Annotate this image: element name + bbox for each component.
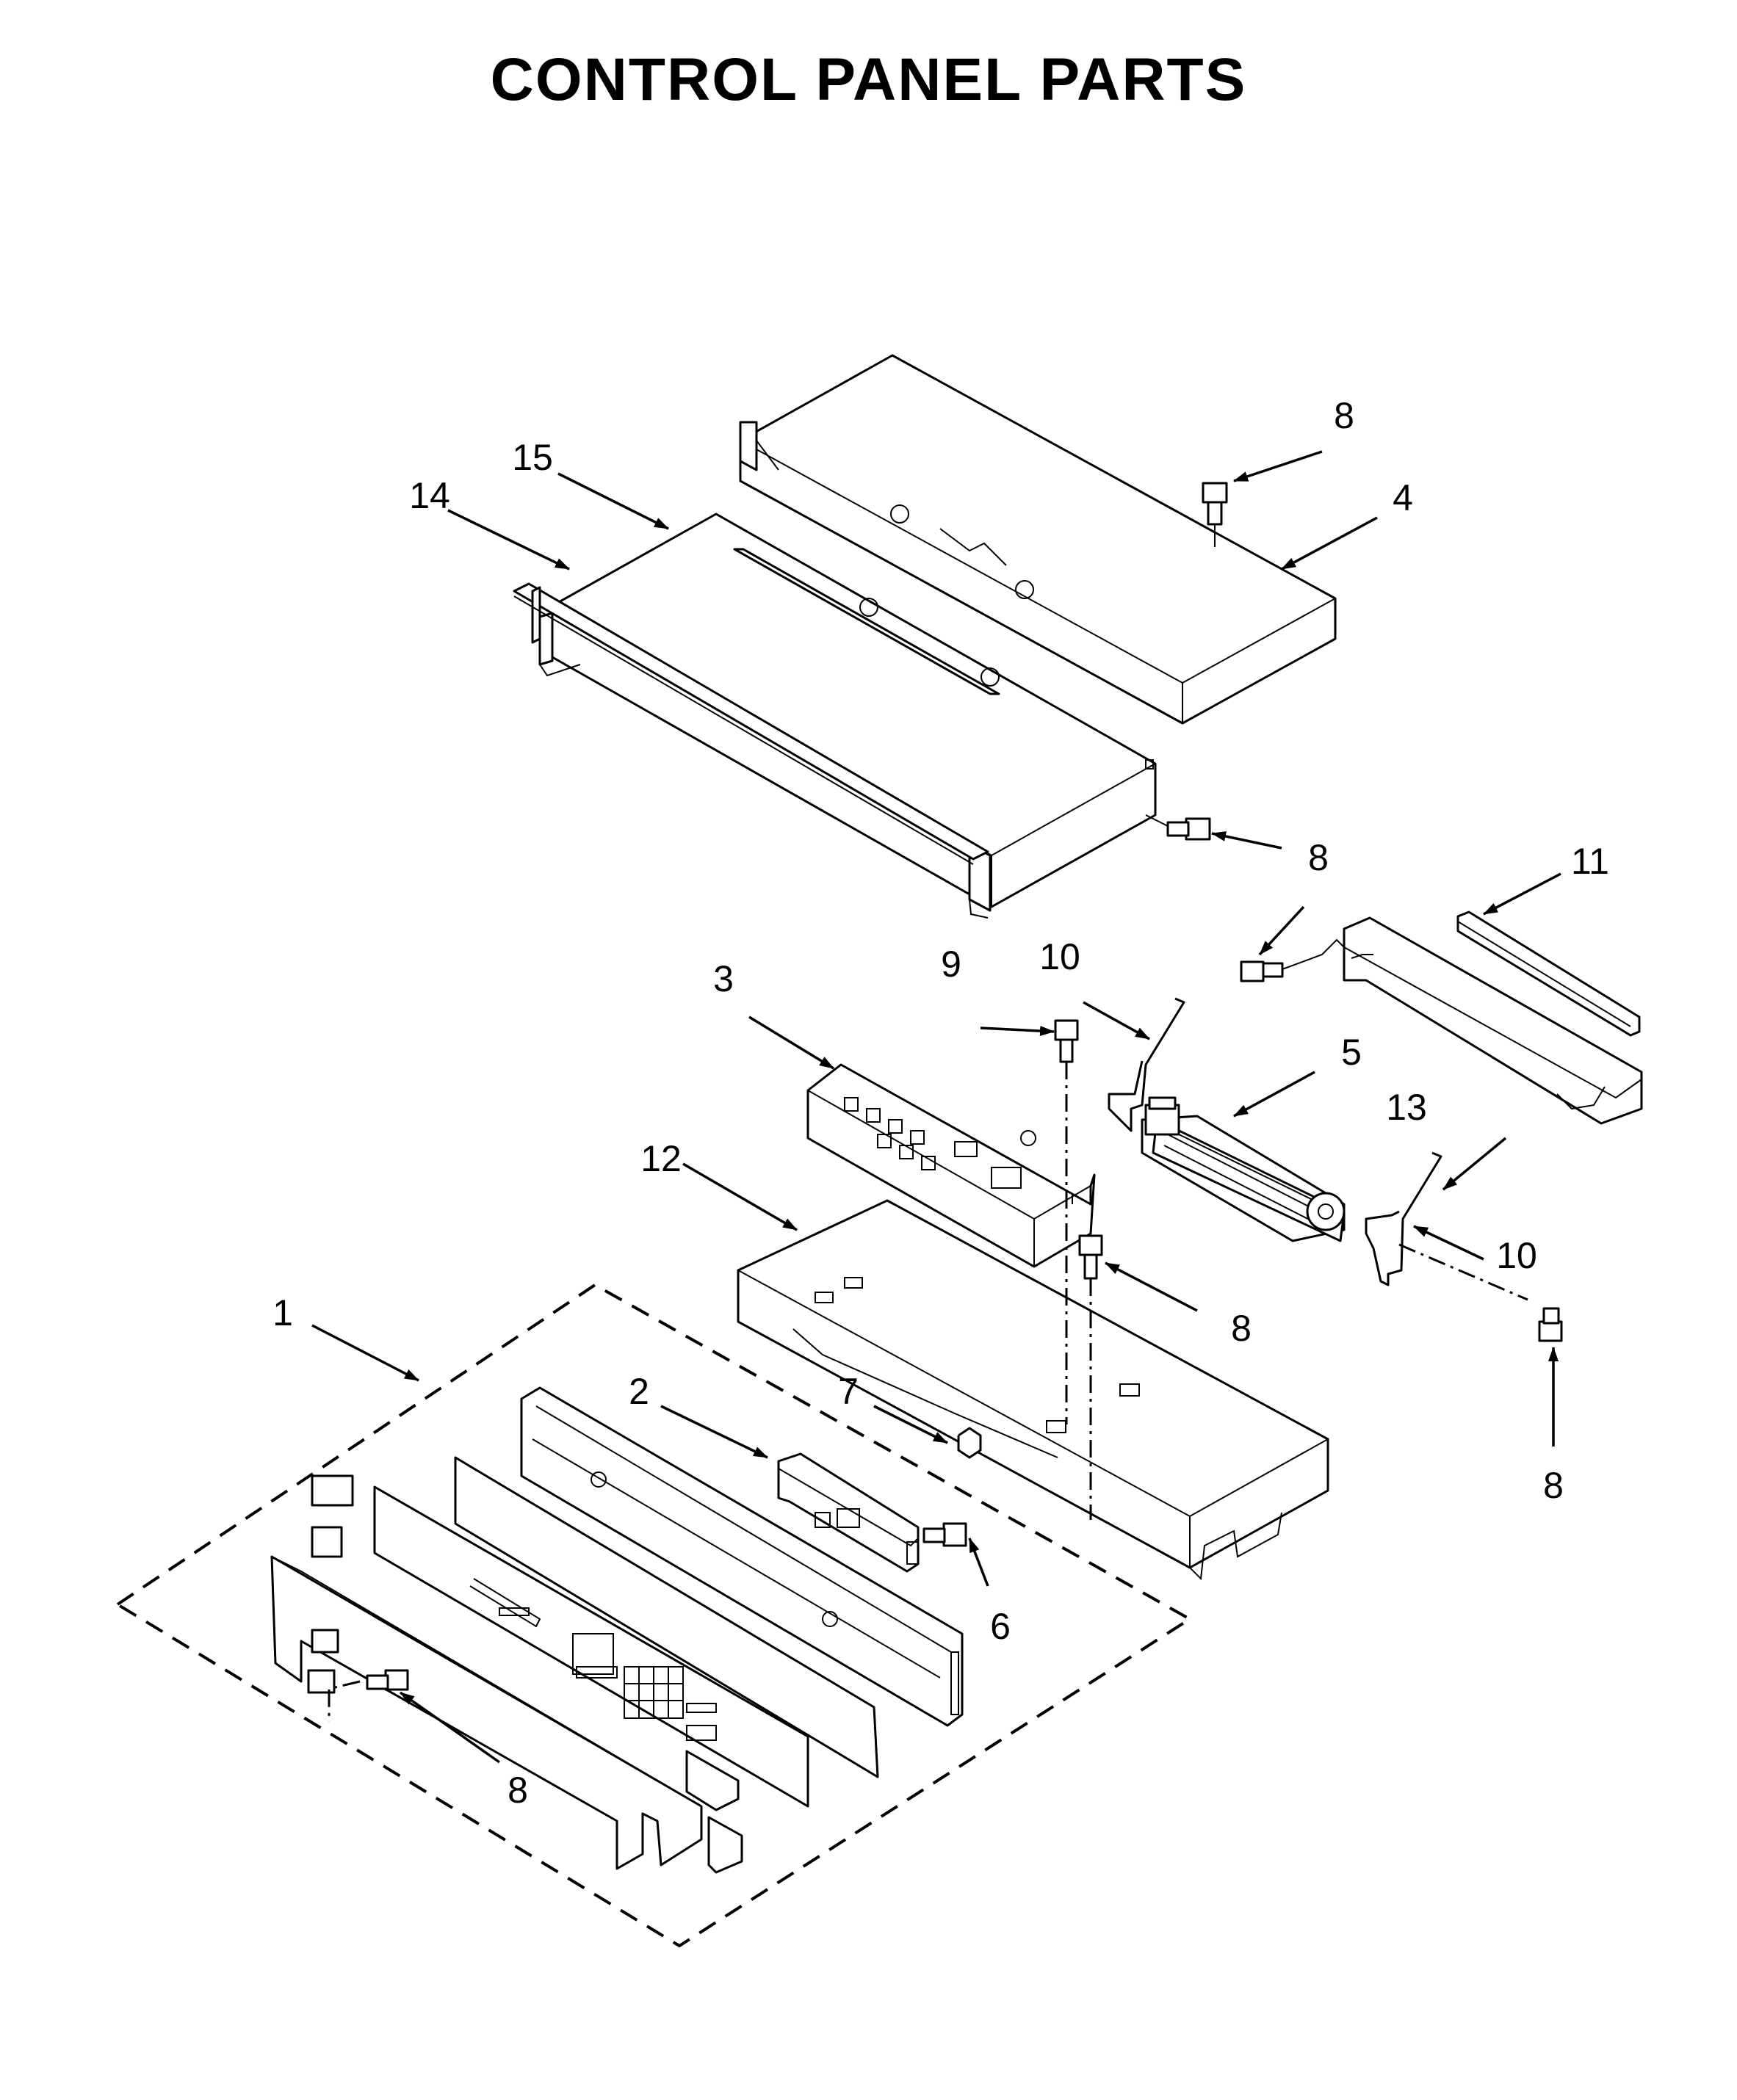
callout-9: 9 [941,944,961,985]
callout-5: 5 [1341,1032,1362,1073]
keypad-grid [624,1666,684,1719]
callout-14: 14 [409,475,450,516]
callout-8: 8 [1308,837,1329,878]
part-14-trim-strip [513,582,989,865]
callout-arrows [311,450,1561,1764]
callout-6: 6 [990,1606,1011,1647]
screw-icon-mounting-panel [1078,1234,1103,1280]
callout-15: 15 [512,437,553,478]
screw-icon-part-6 [922,1522,967,1547]
part-11-foam-strip [1456,910,1641,1037]
screw-icon-part-9 [1054,1019,1079,1063]
callout-12: 12 [640,1138,682,1179]
part-7-clip [957,1427,982,1459]
part-3-control-board [806,1063,1096,1268]
callout-8: 8 [1334,395,1354,436]
part-2-ui-board [777,1452,920,1573]
callout-10: 10 [1039,936,1080,977]
callout-11: 11 [1571,841,1609,882]
part-12-mounting-panel [737,1199,1329,1581]
callout-13: 13 [1386,1087,1427,1128]
page-title: CONTROL PANEL PARTS [490,46,1247,113]
part-4-top-cover [739,354,1337,725]
callout-8: 8 [508,1770,528,1811]
screw-icon-inner-cover [1145,814,1211,841]
part-13-support-rail [1343,916,1643,1125]
screw-icon-console-trim [366,1669,409,1691]
callout-4: 4 [1393,477,1413,518]
callout-10: 10 [1496,1235,1537,1276]
screw-icon-top-cover [1202,482,1228,547]
part-1-console-assembly [115,1283,1193,1948]
callout-1: 1 [272,1292,293,1333]
part-5-blower-fan [1141,1096,1346,1242]
callout-2: 2 [629,1371,649,1412]
screw-icon-lower-bracket [1538,1307,1563,1342]
callout-8: 8 [1543,1465,1564,1506]
screw-icon-support-rail [1240,938,1345,982]
callout-3: 3 [713,958,734,999]
part-10-bracket-upper [1108,997,1185,1132]
part-10-bracket-lower [1365,1151,1442,1286]
callout-7: 7 [838,1371,859,1412]
callout-8: 8 [1231,1308,1252,1349]
